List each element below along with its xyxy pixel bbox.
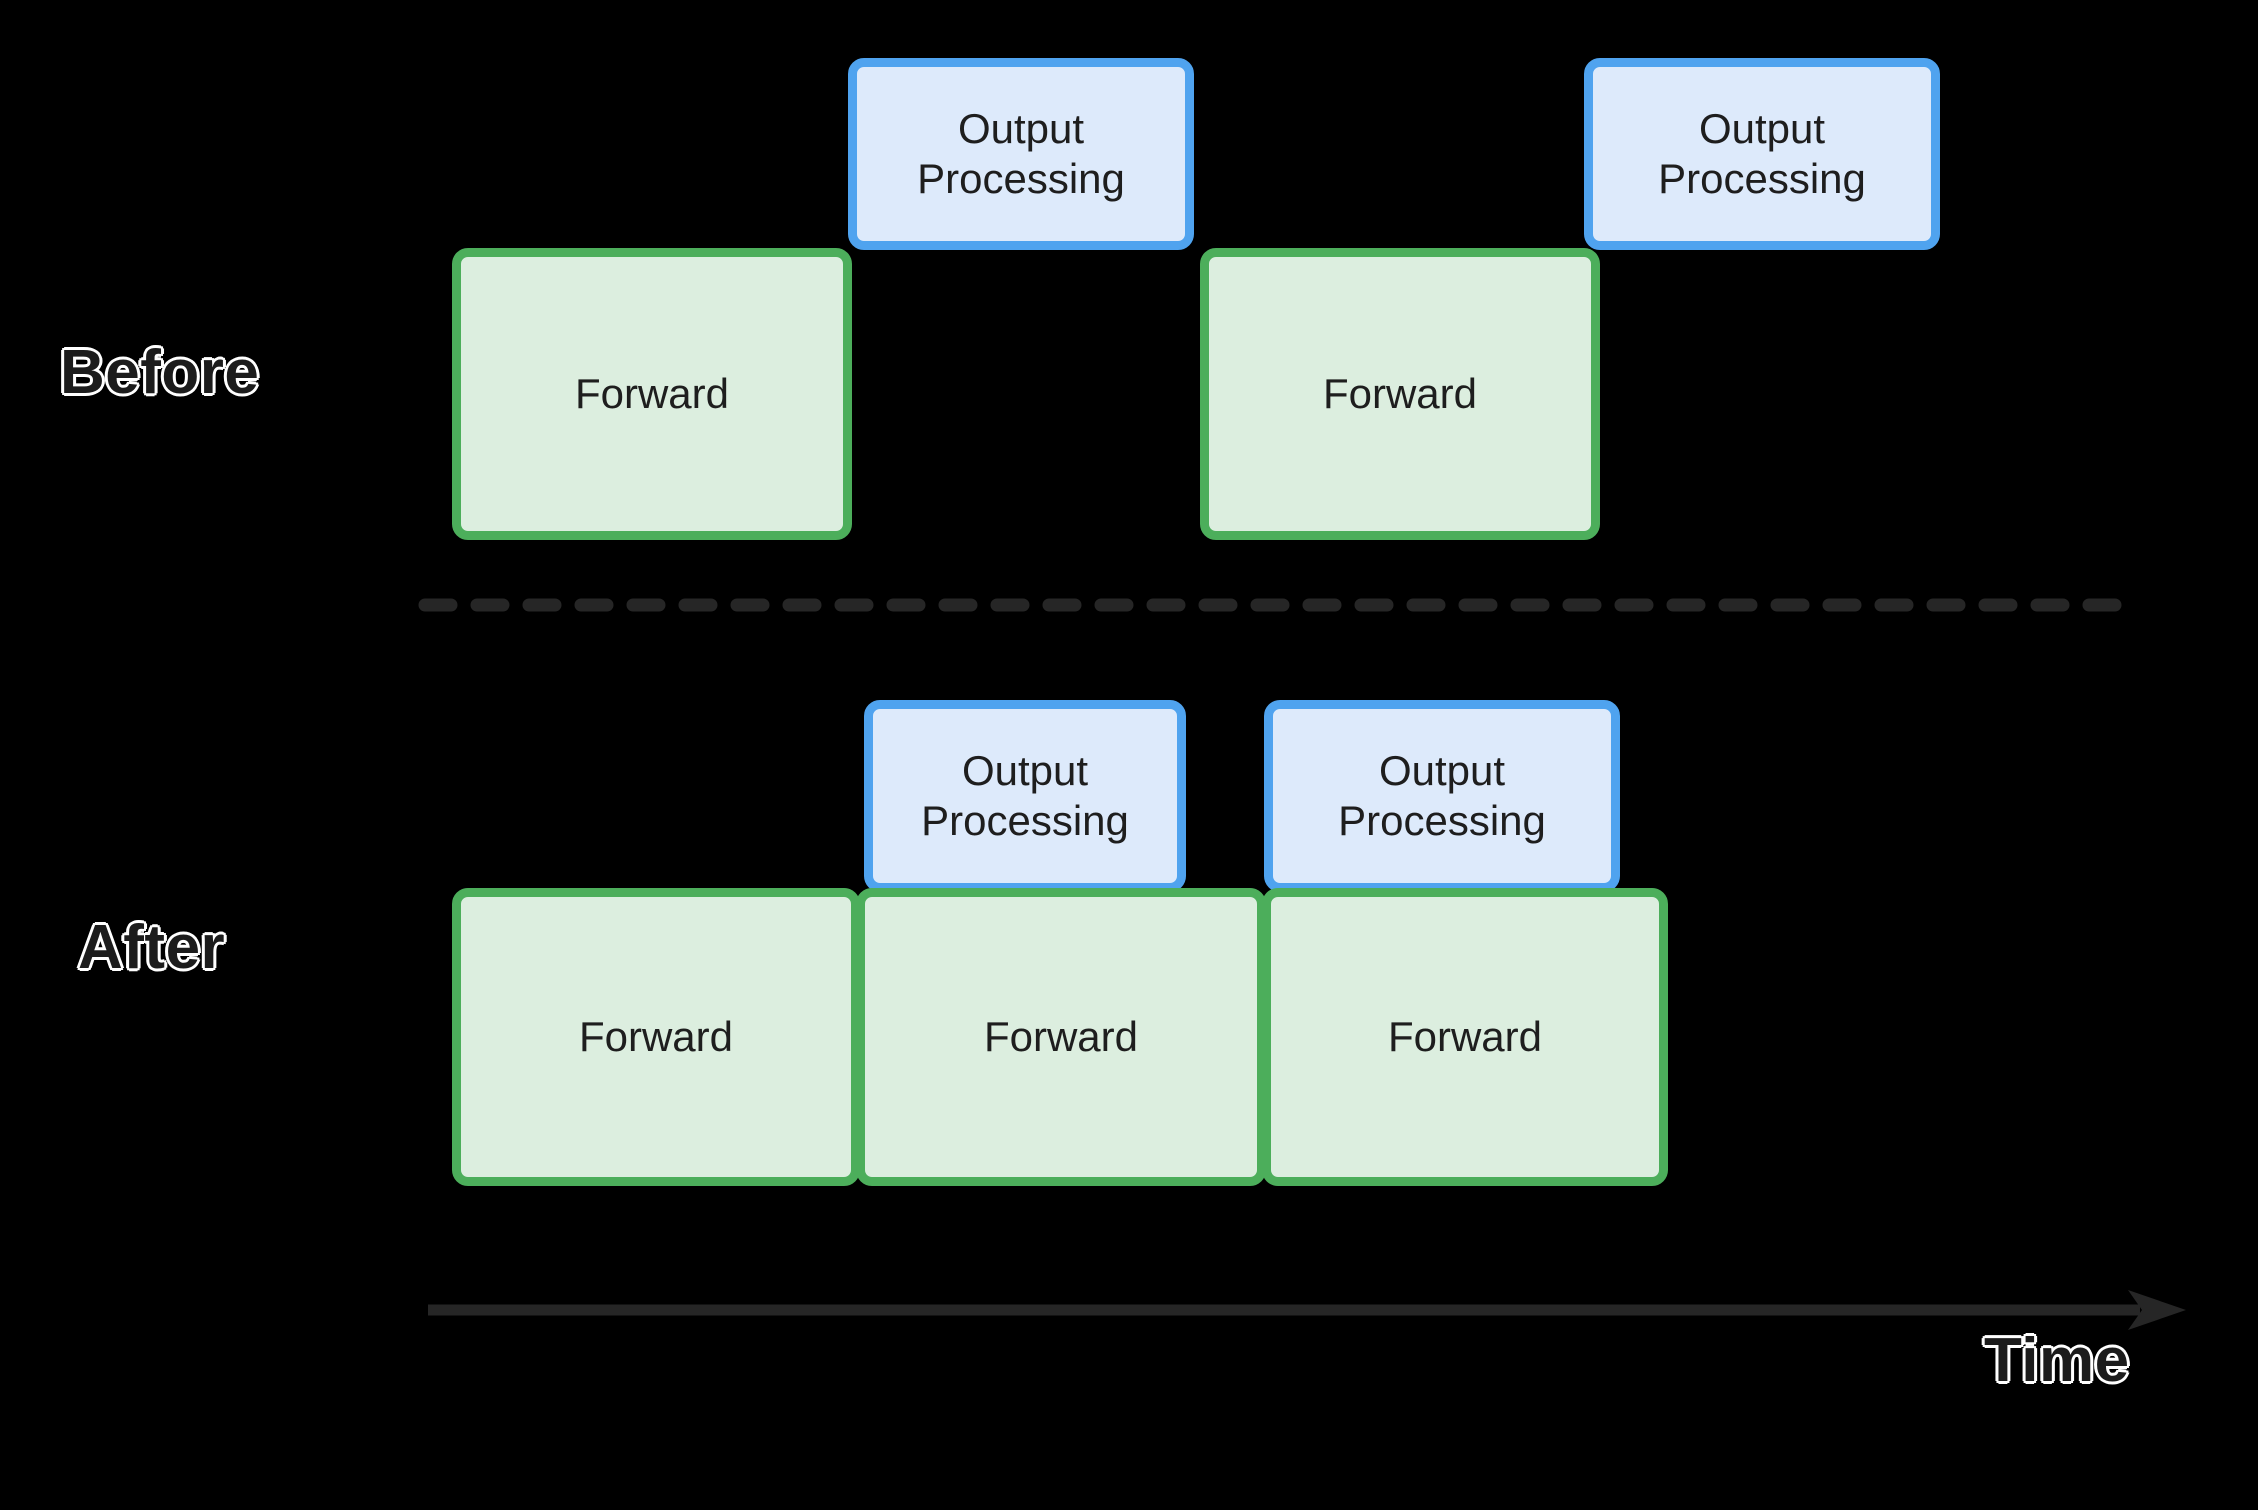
block-label-line1: Output xyxy=(957,105,1085,153)
block-label-line2: Processing xyxy=(921,797,1129,844)
after-output-processing-block-1: Output Processing xyxy=(864,700,1186,892)
row-label-after: After xyxy=(76,912,226,984)
block-label-line1: Output xyxy=(1378,747,1506,795)
block-label-line2: Processing xyxy=(917,155,1125,202)
after-output-processing-block-2: Output Processing xyxy=(1264,700,1620,892)
time-axis-label: Time xyxy=(1983,1325,2131,1397)
after-forward-block-1: Forward xyxy=(452,888,860,1186)
dashed-line-icon xyxy=(418,598,2134,612)
before-forward-block-2: Forward xyxy=(1200,248,1600,540)
after-forward-block-2: Forward xyxy=(856,888,1266,1186)
before-output-processing-block-2: Output Processing xyxy=(1584,58,1940,250)
block-label-line2: Processing xyxy=(1338,797,1546,844)
block-label: Output Processing xyxy=(1650,104,1874,203)
before-output-processing-block-1: Output Processing xyxy=(848,58,1194,250)
block-label: Output Processing xyxy=(913,746,1137,845)
block-label-line1: Output xyxy=(961,747,1089,795)
block-label: Forward xyxy=(1387,1013,1543,1061)
block-label: Output Processing xyxy=(1330,746,1554,845)
block-label-line2: Processing xyxy=(1658,155,1866,202)
block-label: Forward xyxy=(1322,370,1478,418)
block-label: Forward xyxy=(578,1013,734,1061)
block-label: Forward xyxy=(574,370,730,418)
before-forward-block-1: Forward xyxy=(452,248,852,540)
row-label-before: Before xyxy=(58,337,260,409)
block-label: Forward xyxy=(983,1013,1139,1061)
block-label-line1: Output xyxy=(1698,105,1826,153)
block-label: Output Processing xyxy=(909,104,1133,203)
arrow-right-icon xyxy=(428,1290,2186,1330)
after-forward-block-3: Forward xyxy=(1262,888,1668,1186)
